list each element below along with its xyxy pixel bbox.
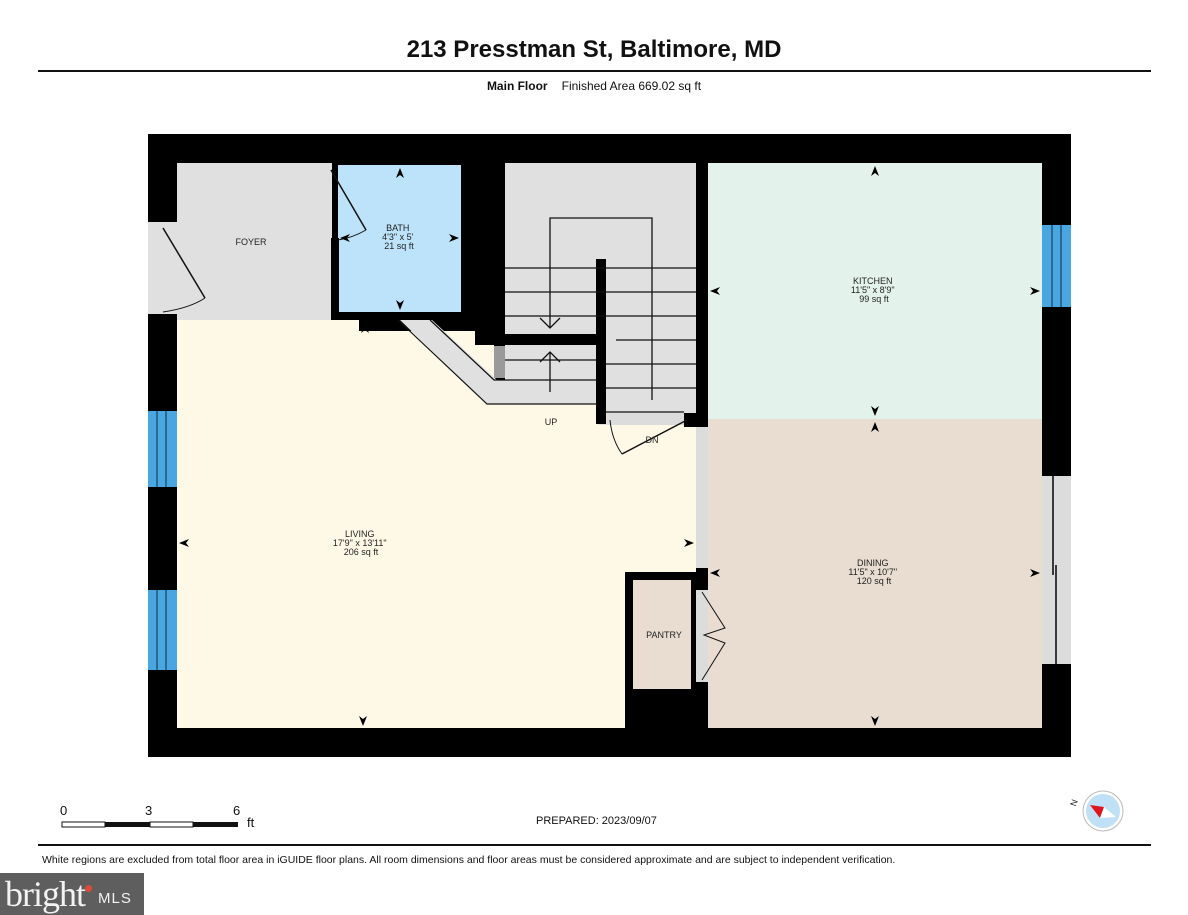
finished-area: Finished Area 669.02 sq ft [561,79,702,93]
room-pantry [633,580,691,689]
window-icon [1042,225,1071,307]
windows [148,225,1071,670]
stair-treads [505,267,696,413]
compass-north-label: N [1068,798,1080,808]
window-icon [148,590,177,670]
room-living [177,320,696,728]
pantry-door-opening [696,590,708,682]
stair-direction-arrows [539,217,653,400]
wall [495,334,601,345]
wall [696,682,708,728]
wall [633,689,708,728]
opening [696,427,708,568]
title-divider [38,70,1151,72]
room-label-dining: DINING 11'5" x 10'7" 120 sq ft [848,558,899,586]
footer-divider [38,844,1151,846]
wall [331,312,471,320]
room-label-foyer: FOYER [235,237,267,247]
newel-post [494,346,505,378]
wall [495,160,505,340]
room-label-kitchen: KITCHEN 11'5" x 8'9" 99 sq ft [851,276,897,304]
room-dining [708,419,1042,728]
room-bath [338,165,461,312]
wall [596,259,606,424]
wall [625,572,708,580]
logo-brand: bright [5,874,86,914]
wall [331,238,339,320]
basement-door-opening [607,413,684,425]
room-label-pantry: PANTRY [646,630,682,640]
wall [684,413,708,427]
stair-landing [400,320,596,404]
stair-down-label: DN [646,435,659,445]
scale-tick-3: 3 [145,803,153,818]
room-label-living: LIVING 17'9" x 13'11" 206 sq ft [333,529,389,557]
stair-up-label: UP [545,417,558,427]
compass-icon [1082,790,1124,832]
page-title: 213 Presstman St, Baltimore, MD [406,36,782,63]
room-label-bath: BATH 4'3" x 5' 21 sq ft [382,223,416,251]
wall [625,572,633,728]
floor-summary: Main Floor Finished Area 669.02 sq ft [0,79,1188,93]
scale-unit: ft [247,815,255,830]
disclaimer: White regions are excluded from total fl… [42,854,896,866]
room-kitchen [708,163,1042,419]
floor-name: Main Floor [486,79,548,93]
stair-outline [429,319,598,381]
prepared-date: PREPARED: 2023/09/07 [536,815,657,827]
stair-outline [397,319,598,405]
wall [696,160,708,427]
scale-tick-0: 0 [60,803,68,818]
scale-bar [61,821,238,828]
logo-suffix: MLS [98,890,132,907]
dimension-arrows [179,166,1040,726]
wall [332,163,338,177]
window-icon [148,411,177,487]
entry-door-opening [148,222,177,314]
doors [162,169,1057,681]
wall [696,568,708,590]
scale-tick-6: 6 [233,803,241,818]
bright-mls-logo: bright MLS [0,873,144,915]
logo-dot-icon [85,885,92,892]
